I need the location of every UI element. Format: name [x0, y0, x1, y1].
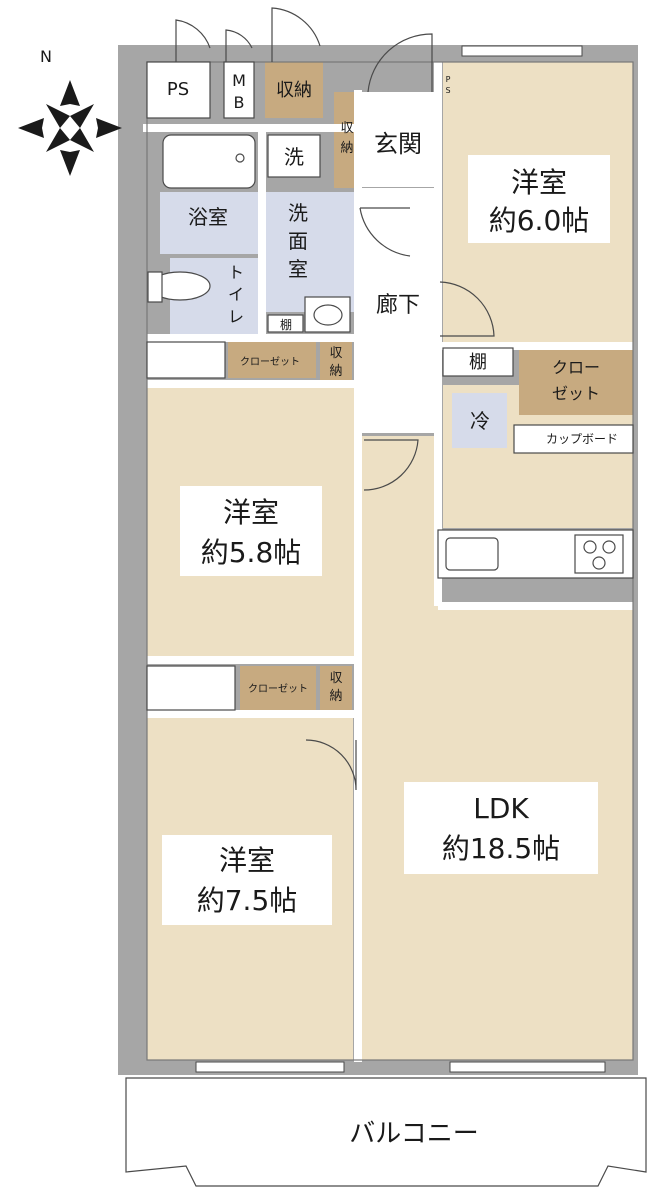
ps-right-label-1: P [446, 75, 451, 84]
entrance-label: 玄関 [374, 130, 422, 158]
storage-mid-label-1: 収 [329, 346, 342, 361]
bedroom-sw-label-box [162, 835, 332, 925]
storage-areas [228, 62, 633, 710]
shelf-small-label: 棚 [280, 317, 292, 332]
door-ps [175, 19, 211, 62]
door-storage [271, 7, 321, 62]
balcony-label: バルコニー [349, 1119, 478, 1149]
closet-2-label: クローゼット [248, 683, 308, 695]
closet-2-box [240, 666, 316, 710]
ldk-size: 約18.5帖 [442, 832, 560, 865]
door-mb [225, 29, 253, 62]
closet-ne-box [519, 348, 633, 415]
bedroom-ne-size: 約6.0帖 [489, 204, 590, 237]
bedroom-mid-size: 約5.8帖 [201, 536, 302, 569]
closet-1-box [228, 342, 316, 378]
washer-label: 洗 [284, 145, 304, 169]
outlines [146, 61, 634, 1061]
toilet-label-1: ト [228, 263, 244, 282]
ps-top-label: PS [167, 79, 189, 100]
ldk-label-box [404, 782, 598, 874]
fridge-space [452, 393, 507, 448]
storage-entrance-label-1: 収 [340, 121, 353, 136]
bedroom-ne-label-box [468, 155, 610, 243]
shelf-label: 棚 [469, 352, 487, 373]
compass: N [18, 47, 122, 176]
bedroom-mid-name: 洋室 [223, 496, 279, 529]
closet-ne-label-1: クロー [552, 358, 600, 377]
storage-low-label-2: 納 [329, 689, 342, 704]
door-entrance [367, 33, 433, 93]
bedroom-mid-label-box [180, 486, 322, 576]
bath-floor [160, 192, 260, 254]
washroom-label-3: 室 [288, 257, 308, 281]
toilet-label-2: イ [228, 285, 244, 304]
storage-low-label-1: 収 [329, 671, 342, 686]
storage-top-label: 収納 [276, 80, 312, 101]
doors [175, 7, 495, 791]
closet-1-label: クローゼット [240, 356, 300, 368]
bath-label: 浴室 [188, 205, 228, 229]
bedroom-sw-size: 約7.5帖 [197, 884, 298, 917]
storage-mid-label-2: 納 [329, 364, 342, 379]
room-labels: PS M B 収納 収 納 玄関 浴室 洗 洗 面 室 ト イ レ 棚 廊下 P… [162, 71, 618, 1149]
washroom-floor [262, 192, 354, 312]
storage-entrance-label-2: 納 [340, 141, 353, 156]
storage-top [265, 62, 323, 118]
storage-mid [320, 342, 352, 380]
door-ne-bedroom [439, 281, 495, 337]
washroom-label-2: 面 [288, 229, 308, 253]
windows [195, 45, 606, 1073]
door-sw-bedroom [305, 739, 357, 791]
bedroom-ne-name: 洋室 [511, 166, 567, 199]
interior-walls [143, 62, 633, 1062]
fridge-label: 冷 [470, 409, 490, 433]
hallway-floor [362, 188, 434, 433]
ldk-floor [362, 436, 633, 1060]
bedroom-sw-name: 洋室 [219, 844, 275, 877]
entrance-floor [362, 92, 434, 187]
mb-label-2: B [234, 93, 245, 112]
door-ldk [363, 439, 419, 491]
ps-right-label-2: S [445, 86, 450, 95]
storage-low [320, 666, 352, 710]
door-washroom [359, 207, 411, 257]
toilet-label-3: レ [228, 307, 244, 326]
ldk-name: LDK [473, 792, 529, 825]
balcony [125, 1077, 647, 1187]
cupboard-label: カップボード [546, 432, 618, 446]
hallway-label: 廊下 [376, 293, 420, 318]
compass-north-label: N [40, 47, 52, 66]
mb-label-1: M [232, 71, 246, 90]
closet-ne-label-2: ゼット [552, 384, 600, 403]
washroom-label-1: 洗 [288, 201, 308, 225]
